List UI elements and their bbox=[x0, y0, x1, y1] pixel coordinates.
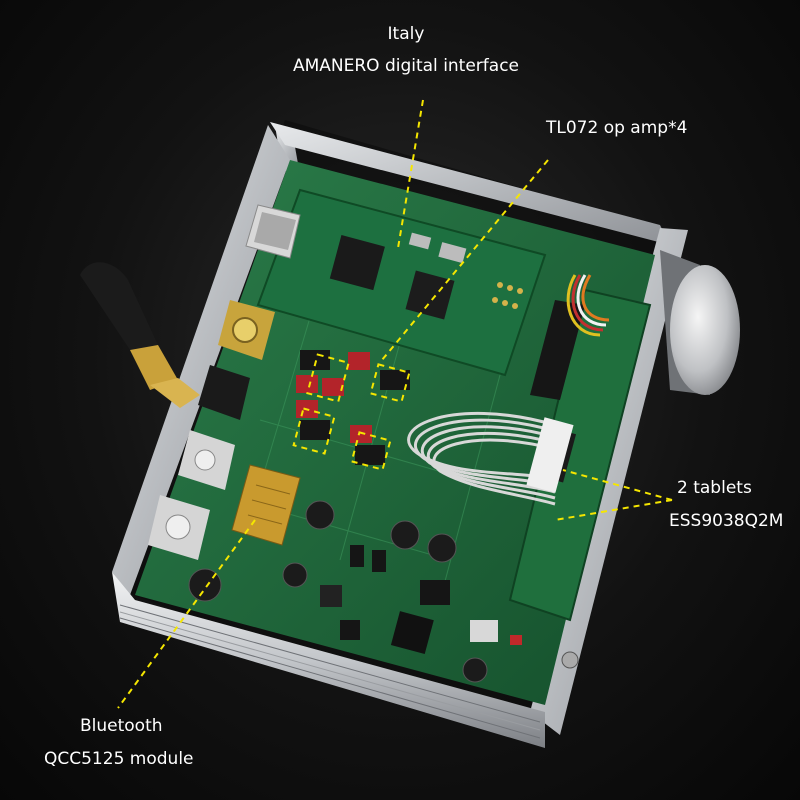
label-opamp: TL072 op amp*4 bbox=[546, 118, 688, 138]
label-origin-country: Italy bbox=[387, 24, 425, 44]
callout-tablets-2 bbox=[554, 499, 673, 521]
callout-opamp-box-1 bbox=[306, 353, 350, 403]
coaxial-connectors bbox=[148, 300, 275, 560]
callout-opamp-box-4 bbox=[350, 431, 392, 471]
capacitors bbox=[188, 500, 488, 683]
usb-connector bbox=[245, 204, 301, 259]
label-dac-chip: ESS9038Q2M bbox=[669, 511, 784, 531]
label-bluetooth-module: QCC5125 module bbox=[44, 749, 194, 769]
callout-amanero bbox=[397, 99, 424, 249]
bluetooth-module bbox=[231, 464, 301, 546]
ribbon-cable bbox=[407, 412, 556, 506]
chassis-left-wall bbox=[112, 125, 290, 595]
callout-opamp-box-3 bbox=[292, 407, 336, 455]
small-components bbox=[340, 545, 522, 645]
ribbon-connector bbox=[526, 417, 574, 493]
amanero-board bbox=[256, 188, 547, 377]
label-bluetooth: Bluetooth bbox=[80, 716, 163, 736]
callout-opamp-box-2 bbox=[369, 363, 411, 403]
volume-knob-icon bbox=[660, 250, 740, 395]
chassis-front-panel bbox=[112, 572, 545, 748]
label-dac-count: 2 tablets bbox=[677, 478, 752, 498]
callout-tablets-1 bbox=[562, 469, 673, 501]
headphone-jack bbox=[561, 651, 579, 669]
signal-wires bbox=[566, 274, 610, 337]
callout-lines bbox=[117, 99, 673, 709]
antenna-icon bbox=[80, 262, 200, 408]
callout-bluetooth bbox=[117, 519, 256, 709]
label-interface: AMANERO digital interface bbox=[292, 56, 520, 76]
